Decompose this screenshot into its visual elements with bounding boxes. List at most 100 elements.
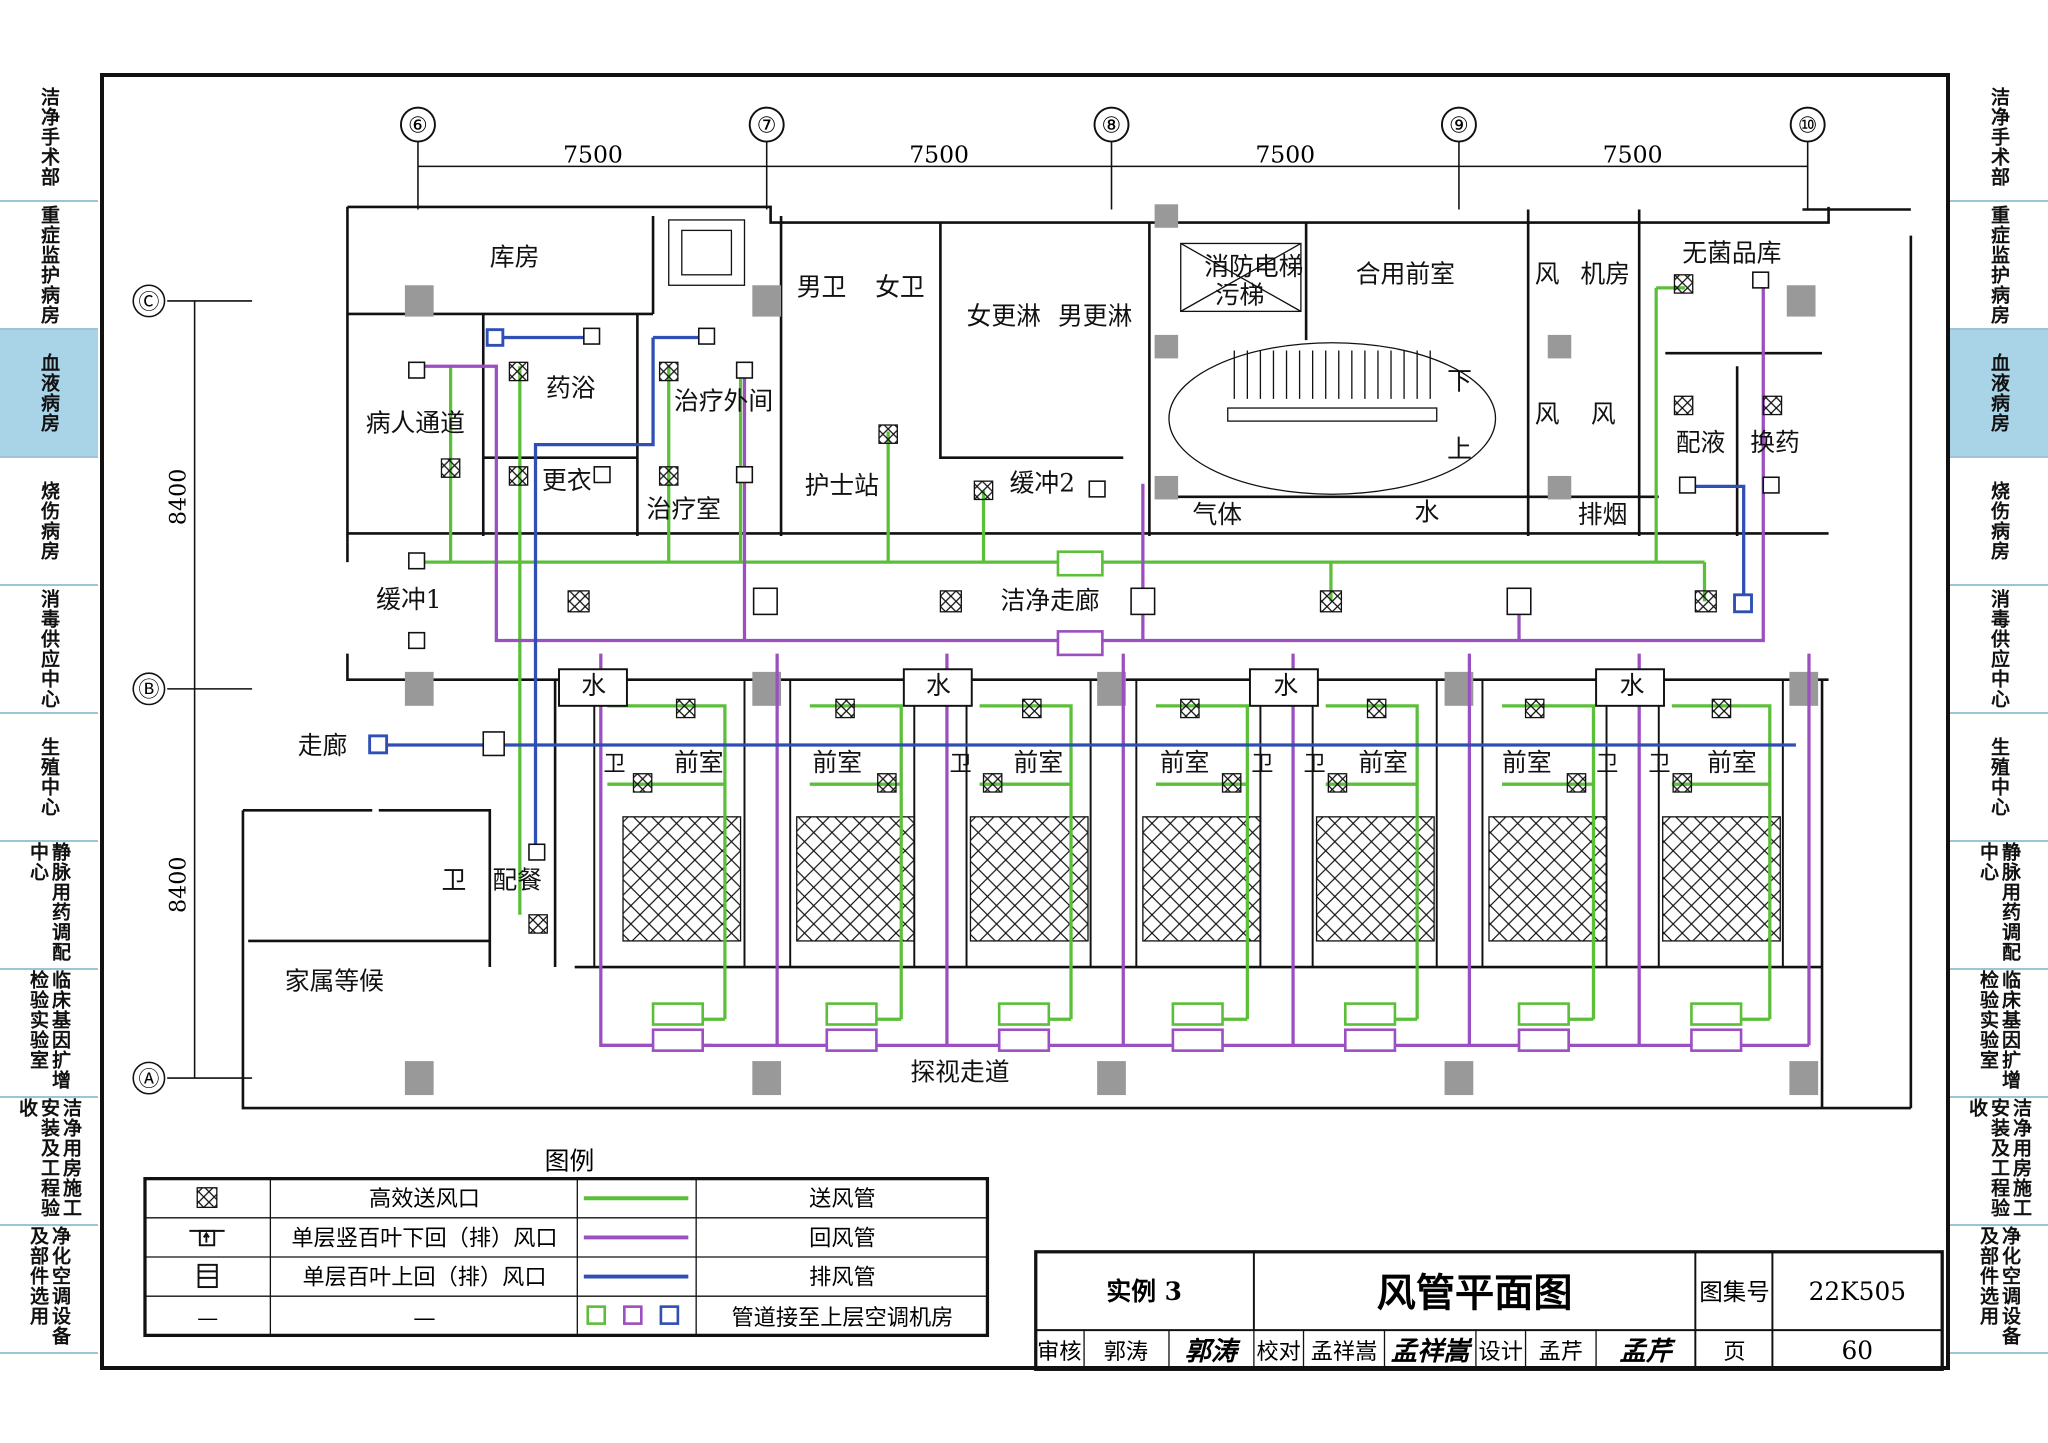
row-axis-label: Ⓒ (138, 290, 159, 314)
room-label: 前室 (1014, 748, 1064, 777)
room-label: 治疗室 (647, 495, 721, 524)
room-label: 护士站 (805, 471, 879, 500)
legend-label: — (413, 1305, 435, 1331)
side-tab[interactable]: 洁净手术部 (0, 74, 98, 202)
room-label: 卫 (1596, 751, 1618, 777)
side-tab[interactable]: 生殖中心 (1950, 714, 2048, 842)
legend-line-label: 回风管 (809, 1225, 876, 1251)
riser-samples (586, 1305, 680, 1325)
side-tab-label: 净化空调设备及部件选用 (27, 1226, 71, 1346)
side-tab[interactable]: 洁净手术部 (1950, 74, 2048, 202)
axis-label: ⑥ (408, 112, 428, 138)
side-tab[interactable]: 洁净用房施工安装及工程验收 (1950, 1098, 2048, 1226)
side-tab-label: 烧伤病房 (38, 481, 60, 561)
legend-line-label: 管道接至上层空调机房 (732, 1305, 954, 1331)
atlas-label: 图集号 (1699, 1278, 1770, 1306)
room-label: 男更淋 (1058, 301, 1133, 330)
room-label: 风 (1535, 399, 1560, 428)
side-tab-label: 血液病房 (1988, 353, 2010, 433)
side-tab-label: 重症监护病房 (1988, 205, 2010, 325)
review-label: 审核 (1037, 1339, 1081, 1365)
row-axes (132, 284, 253, 1095)
room-label: 前室 (1160, 748, 1210, 777)
design-label: 设计 (1479, 1339, 1523, 1365)
side-tab-label: 洁净手术部 (1988, 87, 2010, 187)
side-tab[interactable]: 消毒供应中心 (0, 586, 98, 714)
side-tab[interactable]: 洁净用房施工安装及工程验收 (0, 1098, 98, 1226)
room-labels: 库房 病人通道 药浴 治疗外间 更衣 治疗室 男卫 女卫 女更淋 男更淋 消防电… (285, 239, 1800, 1087)
side-tab[interactable]: 净化空调设备及部件选用 (0, 1226, 98, 1354)
axis-label: ⑦ (757, 112, 777, 138)
room-label: 合用前室 (1356, 260, 1455, 289)
axis-bubbles: ⑥ ⑦ ⑧ ⑨ ⑩ (399, 106, 1826, 143)
room-label: 卫 (1251, 751, 1273, 777)
example-label: 实例 3 (1106, 1277, 1181, 1306)
side-tab-active[interactable]: 血液病房 (0, 330, 98, 458)
room-label: 水 (1273, 671, 1298, 700)
room-label: 污梯 (1215, 281, 1265, 310)
side-tab[interactable]: 静脉用药调配中心 (1950, 842, 2048, 970)
room-label: 卫 (603, 751, 625, 777)
exhaust-ducts (378, 335, 1796, 850)
row-axis-label: Ⓐ (138, 1067, 159, 1091)
high-efficiency-supply-outlet-icon (196, 1187, 218, 1209)
row-span-label: 8400 (165, 469, 191, 525)
single-louver-upper-return-icon (197, 1263, 218, 1289)
side-tab[interactable]: 消毒供应中心 (1950, 586, 2048, 714)
side-tab[interactable]: 重症监护病房 (0, 202, 98, 330)
room-label: 库房 (490, 243, 540, 272)
span-dimensions: 7500 7500 7500 7500 (563, 140, 1662, 168)
side-tab-active[interactable]: 血液病房 (1950, 330, 2048, 458)
side-tab[interactable]: 静脉用药调配中心 (0, 842, 98, 970)
reviewer-name: 郭涛 (1104, 1339, 1148, 1365)
room-label: 卫 (1648, 751, 1670, 777)
stair (668, 219, 1497, 495)
legend-symbol: — (197, 1306, 218, 1330)
room-label: 水 (926, 671, 951, 700)
riser-boxes (651, 550, 1743, 1052)
checker-name: 孟祥嵩 (1311, 1339, 1378, 1365)
room-label: 机房 (1580, 260, 1630, 289)
legend-label: 单层竖百叶下回（排）风口 (291, 1225, 557, 1251)
span-label: 7500 (1255, 140, 1315, 168)
room-label: 缓冲1 (376, 585, 441, 614)
side-tab[interactable]: 烧伤病房 (1950, 458, 2048, 586)
side-tab[interactable]: 净化空调设备及部件选用 (1950, 1226, 2048, 1354)
room-label: 女卫 (875, 273, 925, 302)
dimension-line-top (417, 141, 1809, 210)
designer-name: 孟芹 (1539, 1339, 1583, 1365)
axis-label: ⑧ (1102, 112, 1122, 138)
side-tab-label: 生殖中心 (1988, 737, 2010, 817)
room-label: 男卫 (797, 273, 847, 302)
side-tab[interactable]: 烧伤病房 (0, 458, 98, 586)
room-label: 配液 (1676, 428, 1726, 457)
room-label: 缓冲2 (1010, 469, 1075, 498)
room-label: 女更淋 (967, 301, 1042, 330)
span-label: 7500 (1603, 140, 1663, 168)
drawing-title: 风管平面图 (1377, 1271, 1573, 1317)
side-tab[interactable]: 生殖中心 (0, 714, 98, 842)
room-label: 药浴 (546, 373, 596, 402)
side-tab[interactable]: 临床基因扩增检验实验室 (0, 970, 98, 1098)
bed-zones (622, 816, 1781, 942)
room-label: 治疗外间 (674, 386, 773, 415)
page-label: 页 (1723, 1339, 1745, 1365)
room-label: 下 (1447, 367, 1472, 396)
side-tab[interactable]: 重症监护病房 (1950, 202, 2048, 330)
room-label: 风 (1535, 260, 1560, 289)
room-label: 水 (581, 671, 606, 700)
side-tab-label: 生殖中心 (38, 737, 60, 817)
room-label: 水 (1415, 497, 1440, 526)
side-tab[interactable]: 临床基因扩增检验实验室 (1950, 970, 2048, 1098)
legend-line-label: 送风管 (809, 1186, 876, 1212)
room-label: 前室 (1358, 748, 1408, 777)
room-label: 消防电梯 (1204, 252, 1303, 281)
page-number: 60 (1842, 1336, 1874, 1365)
room-label: 水 (1620, 671, 1645, 700)
checker-signature: 孟祥嵩 (1391, 1336, 1473, 1367)
room-label: 配餐 (492, 866, 542, 895)
room-label: 家属等候 (285, 966, 384, 995)
room-label: 气体 (1192, 500, 1242, 529)
room-label: 无菌品库 (1682, 239, 1781, 268)
